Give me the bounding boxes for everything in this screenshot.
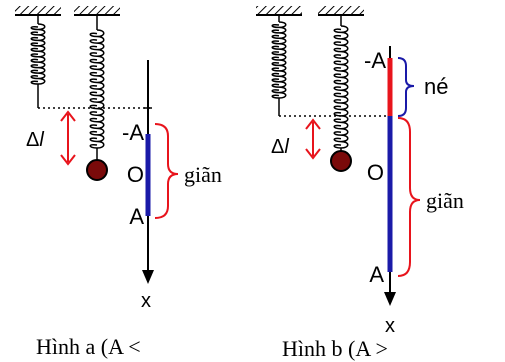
stretch-brace-b (397, 117, 421, 277)
position-label-neg-a-a: -A (122, 120, 144, 145)
position-label-neg-a-b: -A (364, 48, 386, 73)
position-label-a-a: A (129, 204, 144, 229)
mass-ball-b (330, 150, 352, 172)
compress-label-b: né (424, 74, 448, 99)
delta-l-arrow-b (305, 118, 321, 160)
axis-label-x-a: x (141, 290, 151, 312)
spring-stretched-a (89, 15, 105, 160)
axis-label-x-b: x (385, 315, 395, 337)
l-symbol: l (284, 136, 289, 158)
caption-b: Hình b (A > (282, 336, 388, 361)
ceiling-support-b-right (318, 6, 364, 16)
ceiling-support-b-left (256, 6, 302, 16)
x-axis-a (142, 60, 154, 284)
mass-ball-a (86, 159, 108, 181)
delta-l-label-a: Δl (26, 129, 44, 151)
ceiling-support-a-right (74, 6, 120, 16)
stretch-brace-a (154, 123, 179, 219)
delta-l-arrow-a (60, 110, 76, 166)
stretch-label-b: giãn (426, 188, 464, 213)
figure-b: Δl x -A O A né giãn (256, 6, 464, 337)
l-symbol: l (39, 129, 44, 151)
position-label-a-b: A (369, 262, 384, 287)
ceiling-support-a-left (15, 6, 61, 16)
spring-stretched-b (333, 15, 349, 152)
x-axis-b (384, 46, 396, 306)
spring-natural-length-a (30, 15, 46, 108)
position-label-o-a: O (127, 162, 144, 187)
stretch-label-a: giãn (184, 162, 222, 187)
delta-l-label-b: Δl (271, 136, 289, 158)
spring-natural-length-b (271, 15, 287, 116)
compress-brace-b (397, 57, 415, 117)
delta-symbol: Δ (26, 129, 39, 151)
caption-a: Hình a (A < (36, 334, 141, 359)
position-label-o-b: O (367, 160, 384, 185)
delta-symbol: Δ (271, 136, 284, 158)
figure-a: Δl x -A O A giãn (15, 6, 222, 312)
